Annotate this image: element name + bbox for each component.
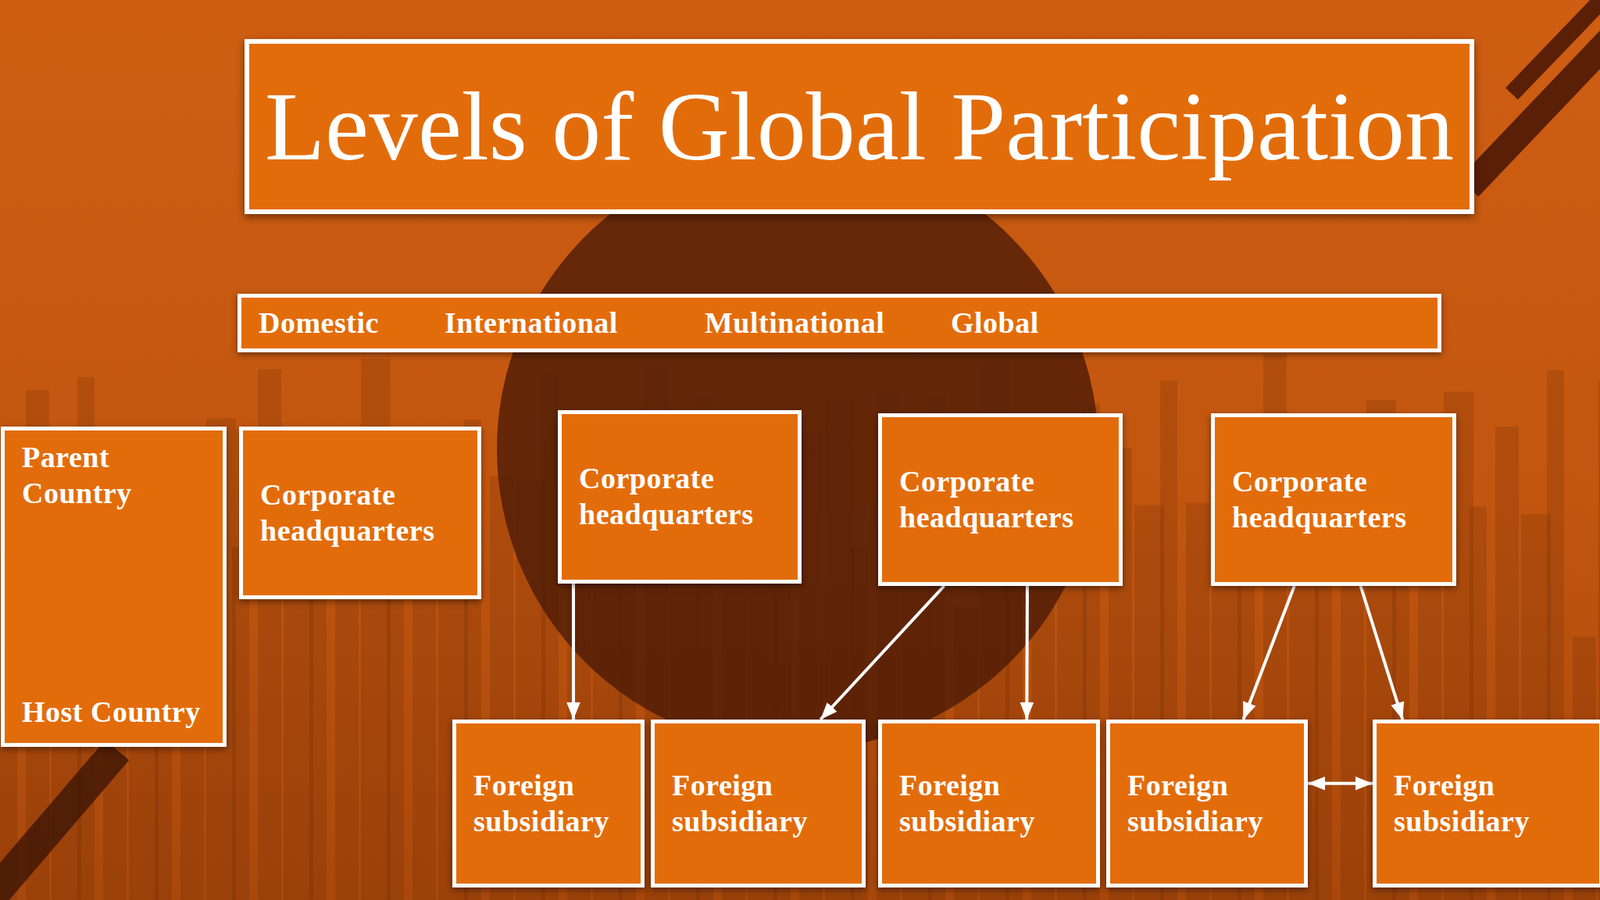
level-label: Domestic: [258, 305, 379, 342]
box-text: Host Country: [21, 694, 206, 731]
connector-arrow: [1360, 585, 1404, 720]
corner-stripe: [1511, 0, 1600, 94]
level-label: Global: [950, 305, 1040, 342]
box-text: Corporate headquarters: [1232, 464, 1436, 536]
subsidiary-box: Foreign subsidiary: [650, 719, 866, 888]
box-text: Corporate headquarters: [899, 464, 1102, 536]
subsidiary-box: Foreign subsidiary: [1372, 719, 1600, 888]
headquarters-box: Corporate headquarters: [1210, 413, 1457, 586]
connector-arrow: [571, 583, 575, 720]
connector-arrow: [1307, 782, 1373, 786]
box-text: Parent Country: [21, 439, 206, 511]
corner-stripe: [0, 750, 118, 900]
box-text: Foreign subsidiary: [473, 767, 624, 840]
level-label: Multinational: [704, 305, 885, 342]
country-box: Parent CountryHost Country: [0, 426, 227, 747]
headquarters-box: Corporate headquarters: [557, 410, 802, 584]
connector-arrow: [820, 585, 944, 720]
subsidiary-box: Foreign subsidiary: [878, 719, 1100, 888]
box-text: Foreign subsidiary: [899, 767, 1079, 840]
corner-stripe: [1468, 23, 1600, 188]
subsidiary-box: Foreign subsidiary: [1106, 719, 1308, 888]
connector-arrow: [1242, 585, 1294, 720]
box-text: Corporate headquarters: [260, 477, 461, 549]
level-band: Domestic International Multinational Global: [237, 293, 1442, 353]
title-text: Levels of Global Participation: [264, 72, 1454, 182]
level-label: International: [444, 305, 618, 342]
box-text: Foreign subsidiary: [1127, 767, 1287, 840]
headquarters-box: Corporate headquarters: [878, 413, 1123, 586]
box-text: Foreign subsidiary: [671, 767, 845, 840]
box-text: Corporate headquarters: [578, 460, 781, 533]
headquarters-box: Corporate headquarters: [239, 426, 482, 600]
building-silhouette: [335, 567, 359, 900]
building-silhouette: [232, 546, 250, 900]
box-text: Foreign subsidiary: [1393, 767, 1583, 840]
connector-arrow: [1025, 585, 1029, 720]
subsidiary-box: Foreign subsidiary: [452, 719, 645, 888]
title-box: Levels of Global Participation: [244, 39, 1475, 215]
